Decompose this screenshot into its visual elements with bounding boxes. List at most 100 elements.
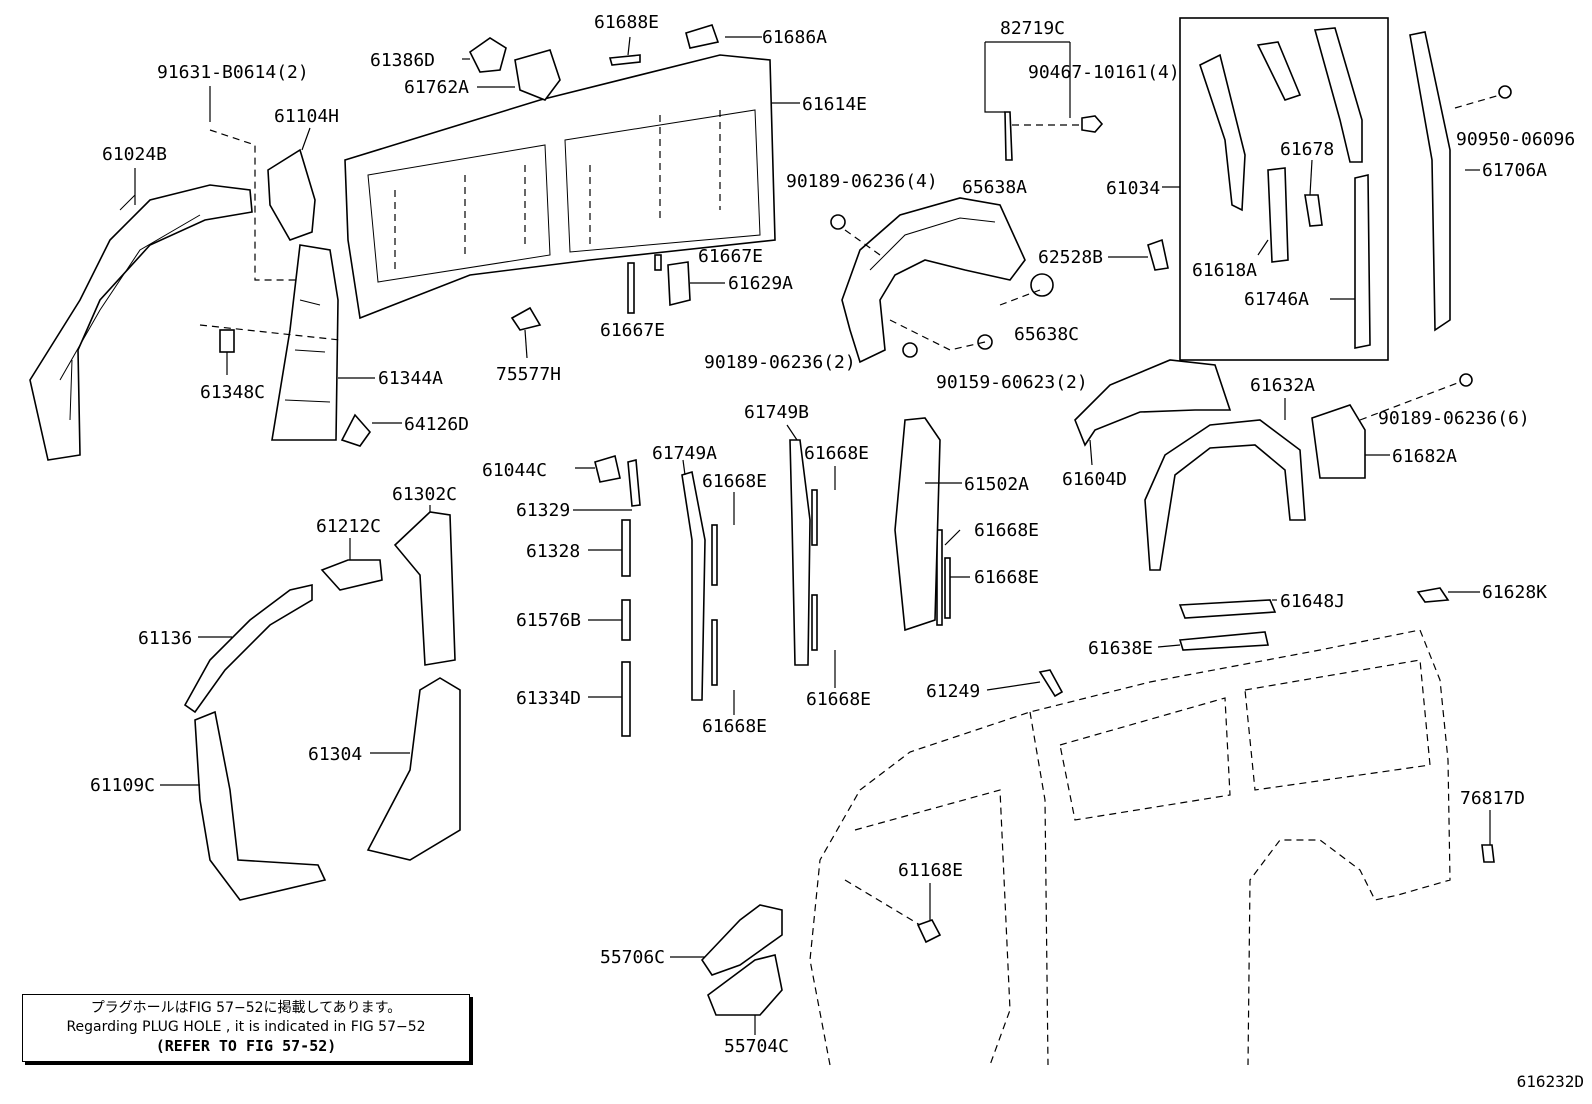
- part-61678[interactable]: [1304, 194, 1323, 227]
- part-61668e-e[interactable]: [936, 529, 943, 626]
- part-90950-clip[interactable]: [1498, 85, 1512, 99]
- part-61638e[interactable]: [1178, 631, 1269, 651]
- label-55706c: 55706C: [600, 947, 665, 968]
- part-55704c[interactable]: [707, 954, 783, 1016]
- part-75577h[interactable]: [510, 306, 542, 331]
- label-55704c: 55704C: [724, 1036, 789, 1057]
- label-61749b: 61749B: [744, 402, 809, 423]
- part-65638c[interactable]: [1030, 273, 1054, 297]
- part-65638a[interactable]: [841, 197, 1026, 364]
- part-61348c[interactable]: [219, 329, 235, 353]
- label-90950-06096: 90950-06096: [1456, 129, 1575, 150]
- label-61762a: 61762A: [404, 77, 469, 98]
- part-61686a[interactable]: [685, 24, 720, 49]
- part-90467-clip[interactable]: [1081, 115, 1104, 133]
- part-61044c[interactable]: [594, 454, 621, 483]
- part-61034-a[interactable]: [1199, 53, 1246, 212]
- part-61249[interactable]: [1038, 669, 1064, 698]
- label-61044c: 61044C: [482, 460, 547, 481]
- figure-id: 616232D: [1516, 1072, 1584, 1091]
- part-61668e-f[interactable]: [944, 557, 951, 619]
- note-japanese: プラグホールはFIG 57−52に掲載してあります。: [90, 1000, 402, 1016]
- part-61628k[interactable]: [1416, 587, 1450, 603]
- label-61136: 61136: [138, 628, 192, 649]
- part-61668e-a[interactable]: [711, 524, 718, 586]
- label-61638e: 61638E: [1088, 638, 1153, 659]
- label-61678: 61678: [1280, 139, 1334, 160]
- part-90189-clip-b[interactable]: [902, 342, 918, 358]
- label-64126d: 64126D: [404, 414, 469, 435]
- label-61104h: 61104H: [274, 106, 339, 127]
- label-61304: 61304: [308, 744, 362, 765]
- label-61668e-a: 61668E: [804, 443, 869, 464]
- part-61034-b[interactable]: [1256, 41, 1302, 101]
- part-61749a[interactable]: [681, 470, 706, 701]
- part-61304[interactable]: [366, 677, 461, 861]
- part-61168e[interactable]: [916, 919, 942, 944]
- part-61762a[interactable]: [514, 49, 561, 101]
- label-61024b: 61024B: [102, 144, 167, 165]
- part-90189-clip-c[interactable]: [1459, 373, 1473, 387]
- part-61688e[interactable]: [608, 54, 641, 66]
- part-61212c[interactable]: [320, 559, 383, 591]
- part-61667e-b[interactable]: [654, 254, 662, 271]
- label-90189-06236-6: 90189-06236(6): [1378, 408, 1530, 429]
- label-61682a: 61682A: [1392, 446, 1457, 467]
- label-65638c: 65638C: [1014, 324, 1079, 345]
- label-61667e-bottom: 61667E: [600, 320, 665, 341]
- label-61668e-b: 61668E: [702, 471, 767, 492]
- label-61628k: 61628K: [1482, 582, 1547, 603]
- label-61328: 61328: [526, 541, 580, 562]
- part-61344a[interactable]: [271, 244, 339, 441]
- part-61749b[interactable]: [789, 439, 811, 666]
- label-61168e: 61168E: [898, 860, 963, 881]
- part-61136[interactable]: [183, 583, 313, 714]
- part-61109c[interactable]: [194, 710, 327, 901]
- label-61668e-d: 61668E: [974, 567, 1039, 588]
- part-64126d[interactable]: [340, 413, 372, 447]
- label-61386d: 61386D: [370, 50, 435, 71]
- label-61706a: 61706A: [1482, 160, 1547, 181]
- plug-hole-note: プラグホールはFIG 57−52に掲載してあります。 Regarding PLU…: [22, 994, 470, 1062]
- label-61648j: 61648J: [1280, 591, 1345, 612]
- part-61576b[interactable]: [621, 599, 631, 641]
- part-61618a[interactable]: [1267, 167, 1289, 263]
- part-61648j[interactable]: [1178, 599, 1277, 619]
- label-61614e: 61614E: [802, 94, 867, 115]
- part-61329[interactable]: [627, 458, 641, 507]
- label-91631-b0614: 91631-B0614(2): [157, 62, 309, 83]
- part-61024b[interactable]: [29, 184, 253, 461]
- part-61104h[interactable]: [267, 148, 316, 241]
- label-61688e: 61688E: [594, 12, 659, 33]
- part-76817d[interactable]: [1481, 844, 1495, 863]
- part-61334d[interactable]: [621, 661, 631, 737]
- part-61668e-c[interactable]: [811, 489, 818, 546]
- part-55706c[interactable]: [700, 904, 783, 976]
- label-61686a: 61686A: [762, 27, 827, 48]
- part-61632a[interactable]: [1144, 419, 1306, 571]
- part-61668e-b[interactable]: [711, 619, 718, 686]
- part-61302c[interactable]: [393, 511, 456, 666]
- part-61629a[interactable]: [667, 261, 691, 307]
- part-61668e-d[interactable]: [811, 594, 818, 651]
- part-61614e[interactable]: [344, 54, 776, 320]
- part-62528b[interactable]: [1147, 238, 1169, 271]
- part-61502a[interactable]: [894, 417, 941, 632]
- label-61668e-c: 61668E: [974, 520, 1039, 541]
- label-61746a: 61746A: [1244, 289, 1309, 310]
- part-61386d[interactable]: [468, 37, 507, 73]
- label-61576b: 61576B: [516, 610, 581, 631]
- part-61667e-a[interactable]: [627, 262, 635, 314]
- part-61328[interactable]: [621, 519, 631, 577]
- part-61746a[interactable]: [1354, 173, 1371, 349]
- part-61706a[interactable]: [1409, 31, 1451, 332]
- note-reference: (REFER TO FIG 57-52): [155, 1037, 337, 1055]
- part-61604d[interactable]: [1074, 359, 1232, 447]
- part-90189-clip-a[interactable]: [830, 214, 846, 230]
- part-82719c[interactable]: [1004, 111, 1013, 161]
- label-90189-06236-4: 90189-06236(4): [786, 171, 938, 192]
- label-61329: 61329: [516, 500, 570, 521]
- part-61682a[interactable]: [1311, 404, 1366, 479]
- part-61034-c[interactable]: [1313, 27, 1363, 163]
